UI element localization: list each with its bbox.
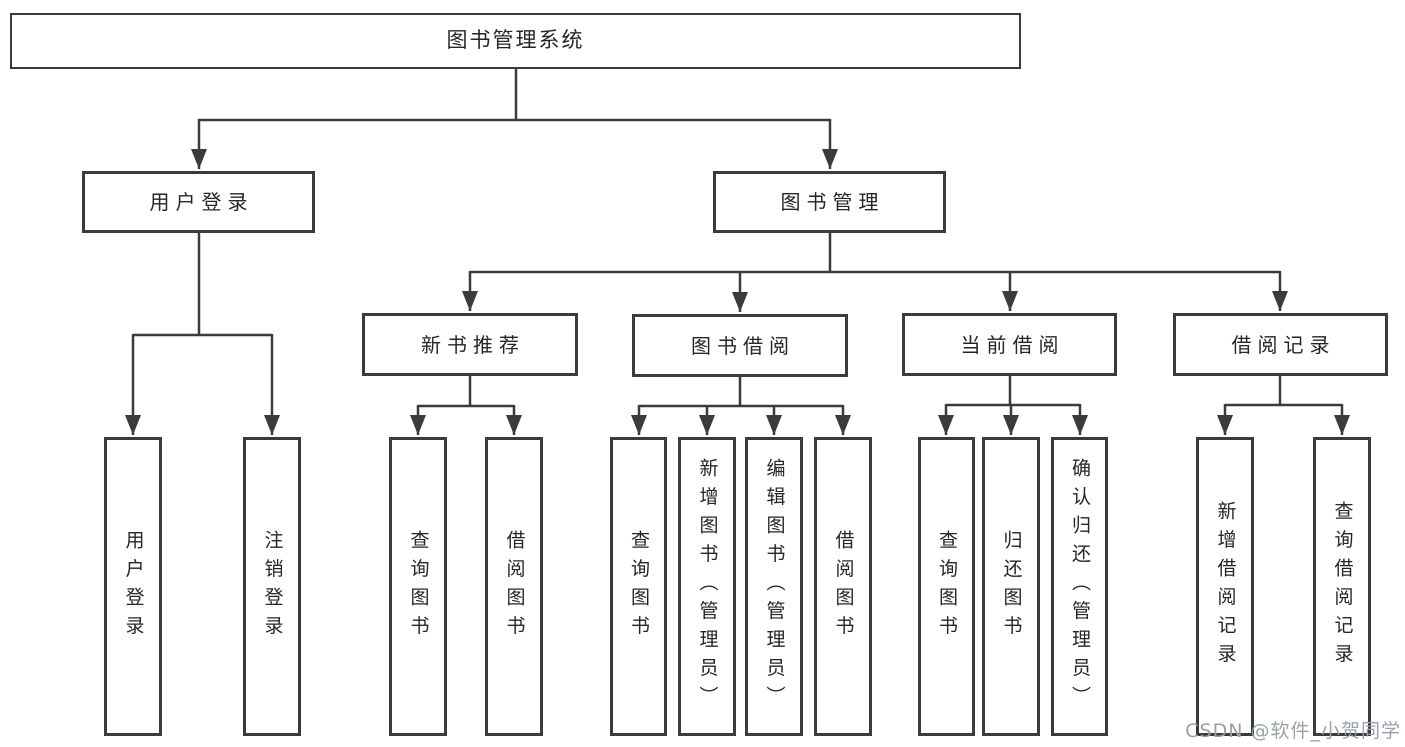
node-label: 查询图书: [627, 529, 650, 644]
leaf-node-logout: 注销登录: [243, 437, 301, 736]
branch-node-current-borrowing: 当前借阅: [902, 313, 1117, 376]
node-label: 查询图书: [935, 529, 958, 644]
node-label: 图书管理: [780, 190, 885, 214]
node-label: 编辑图书（管理员）: [763, 458, 786, 715]
branch-node-user-login: 用户登录: [82, 171, 315, 233]
node-label: 新书推荐: [421, 332, 525, 357]
leaf-node-return-books: 归还图书: [982, 437, 1040, 736]
node-label: 注销登录: [261, 529, 284, 644]
node-label: 新增借阅记录: [1214, 501, 1237, 672]
leaf-node-query-borrow-record: 查询借阅记录: [1313, 437, 1371, 736]
leaf-node-confirm-return-admin: 确认归还（管理员）: [1051, 437, 1108, 736]
leaf-node-borrow-books: 借阅图书: [814, 437, 872, 736]
node-label: 当前借阅: [960, 332, 1065, 357]
node-label: 借阅记录: [1231, 332, 1336, 357]
leaf-node-borrow-books-recommend: 借阅图书: [485, 437, 543, 736]
node-label: 确认归还（管理员）: [1068, 458, 1091, 715]
node-label: 借阅图书: [832, 529, 855, 644]
leaf-node-query-books-recommend: 查询图书: [389, 437, 447, 736]
leaf-node-query-books-borrowing: 查询图书: [610, 437, 667, 736]
node-label: 图书借阅: [691, 333, 795, 358]
leaf-node-user-login: 用户登录: [104, 437, 162, 736]
node-label: 查询图书: [407, 529, 430, 644]
branch-node-book-borrowing: 图书借阅: [632, 314, 848, 377]
branch-node-book-management: 图书管理: [713, 171, 946, 233]
node-label: 用户登录: [149, 190, 254, 214]
root-node-library-system: 图书管理系统: [10, 13, 1021, 69]
node-label: 借阅图书: [503, 529, 526, 644]
node-label: 图书管理系统: [446, 28, 585, 53]
node-label: 查询借阅记录: [1331, 501, 1354, 672]
branch-node-borrowing-records: 借阅记录: [1173, 313, 1388, 376]
leaf-node-add-books-admin: 新增图书（管理员）: [678, 437, 736, 736]
csdn-watermark: CSDN @软件_小贺同学: [1185, 720, 1401, 742]
node-label: 归还图书: [1000, 529, 1023, 644]
leaf-node-query-books-current: 查询图书: [918, 437, 975, 736]
leaf-node-edit-books-admin: 编辑图书（管理员）: [745, 437, 803, 736]
leaf-node-add-borrow-record: 新增借阅记录: [1196, 437, 1254, 736]
branch-node-new-book-recommend: 新书推荐: [362, 313, 578, 376]
node-label: 用户登录: [122, 529, 145, 644]
node-label: 新增图书（管理员）: [696, 458, 719, 715]
